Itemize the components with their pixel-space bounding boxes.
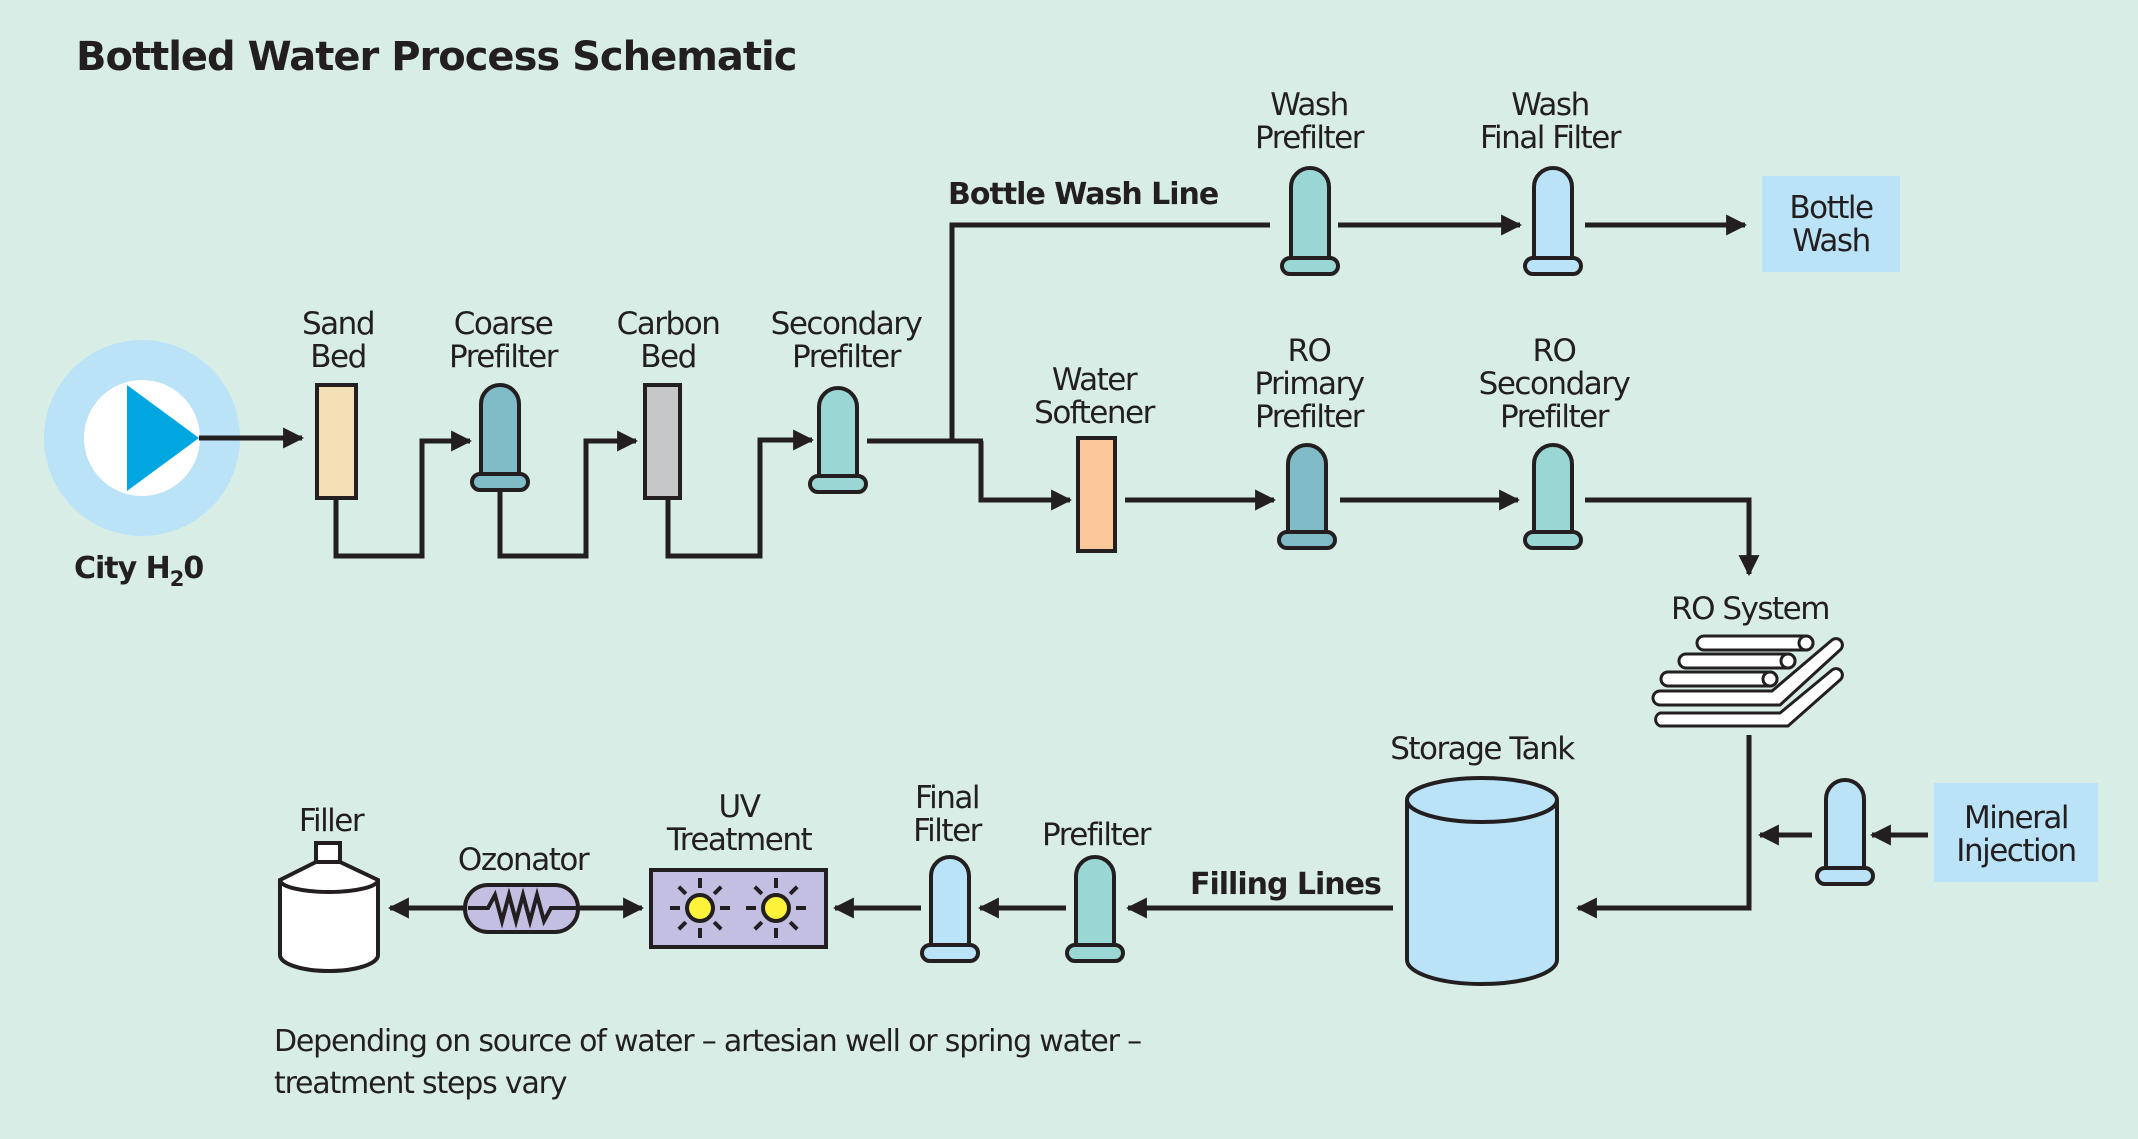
pipe-to-softener — [978, 441, 1073, 511]
footnote-line-2: treatment steps vary — [274, 1066, 567, 1101]
wash-final-filter-base — [1523, 256, 1583, 276]
wash-final-filter — [1523, 166, 1583, 276]
bottle-wash-box — [1762, 176, 1900, 272]
label-uv-2: Treatment — [666, 822, 813, 858]
label-bottle-wash-line: Bottle Wash Line — [948, 177, 1218, 212]
label-ro-primary-2: Primary — [1254, 366, 1364, 402]
pipe-coarse-to-carbon — [497, 430, 639, 559]
footnote-line-1: Depending on source of water – artesian … — [274, 1024, 1141, 1059]
label-ro-primary-1: RO — [1288, 333, 1331, 369]
pipe-sand-to-coarse — [333, 430, 473, 559]
label-ozonator: Ozonator — [458, 842, 590, 878]
label-softener-1: Water — [1052, 362, 1138, 398]
secondary-prefilter — [808, 386, 868, 494]
label-wash-prefilter-2: Prefilter — [1255, 120, 1365, 156]
ro-system-membranes — [1651, 634, 1844, 728]
prefilter-base — [1065, 943, 1125, 963]
label-bottle-wash-1: Bottle — [1789, 190, 1873, 226]
label-wash-final-1: Wash — [1511, 87, 1588, 123]
label-ro-secondary-1: RO — [1533, 333, 1576, 369]
pump-play-icon — [127, 385, 199, 491]
label-filling-lines: Filling Lines — [1190, 867, 1381, 902]
label-final-filter-2: Filter — [913, 813, 983, 849]
storage-tank — [1405, 776, 1559, 986]
pipe-bottle-wash-line — [949, 222, 1270, 441]
mineral-filter — [1815, 778, 1875, 886]
label-ro-secondary-3: Prefilter — [1500, 399, 1610, 435]
label-secondary-1: Secondary — [771, 306, 923, 342]
ozonator-coil-icon — [468, 887, 578, 929]
label-ro-secondary-2: Secondary — [1479, 366, 1631, 402]
label-mineral-2: Injection — [1956, 833, 2075, 869]
label-sand-bed-2: Bed — [310, 339, 366, 375]
ro-primary-prefilter — [1277, 443, 1337, 550]
city-water-source — [44, 340, 240, 536]
mineral-injection-box — [1934, 783, 2098, 882]
label-final-filter-1: Final — [915, 780, 979, 816]
mineral-filter-base — [1815, 866, 1875, 886]
label-uv-1: UV — [719, 789, 761, 825]
pipe-carbon-to-secondary — [665, 429, 815, 559]
label-carbon-1: Carbon — [617, 306, 720, 342]
final-filter — [920, 855, 980, 963]
prefilter — [1065, 855, 1125, 963]
label-coarse-1: Coarse — [454, 306, 553, 342]
coarse-prefilter — [470, 383, 530, 492]
uv-lamp-sun-icon — [670, 878, 730, 938]
label-coarse-2: Prefilter — [449, 339, 559, 375]
sand-bed — [315, 383, 358, 500]
filler-bottle — [278, 841, 380, 973]
label-ro-primary-3: Prefilter — [1255, 399, 1365, 435]
label-ro-system: RO System — [1671, 591, 1829, 627]
label-mineral-1: Mineral — [1964, 800, 2068, 836]
label-prefilter: Prefilter — [1042, 817, 1152, 853]
water-softener — [1076, 436, 1117, 553]
label-softener-2: Softener — [1034, 395, 1155, 431]
pipe-to-ro-system — [1585, 497, 1760, 577]
label-sand-bed-1: Sand — [302, 306, 374, 342]
carbon-bed — [643, 383, 682, 500]
page-title: Bottled Water Process Schematic — [76, 34, 796, 80]
coarse-prefilter-base — [470, 472, 530, 492]
label-filler: Filler — [299, 803, 365, 839]
wash-prefilter — [1280, 166, 1340, 276]
filler-cap — [314, 841, 342, 864]
label-secondary-2: Prefilter — [792, 339, 902, 375]
label-wash-final-2: Final Filter — [1480, 120, 1622, 156]
label-bottle-wash-2: Wash — [1792, 223, 1869, 259]
ro-secondary-prefilter — [1523, 443, 1583, 550]
pipe-ro-to-storage — [1575, 735, 1752, 919]
label-storage-tank: Storage Tank — [1390, 731, 1575, 767]
ro-secondary-prefilter-base — [1523, 530, 1583, 550]
ozonator — [463, 883, 580, 934]
uv-treatment-unit — [649, 868, 828, 949]
source-label: City H20 — [74, 551, 203, 591]
wash-prefilter-base — [1280, 256, 1340, 276]
secondary-prefilter-base — [808, 474, 868, 494]
final-filter-base — [920, 943, 980, 963]
label-carbon-2: Bed — [640, 339, 696, 375]
label-wash-prefilter-1: Wash — [1270, 87, 1347, 123]
uv-lamp-sun-icon — [746, 878, 806, 938]
ro-primary-prefilter-base — [1277, 530, 1337, 550]
